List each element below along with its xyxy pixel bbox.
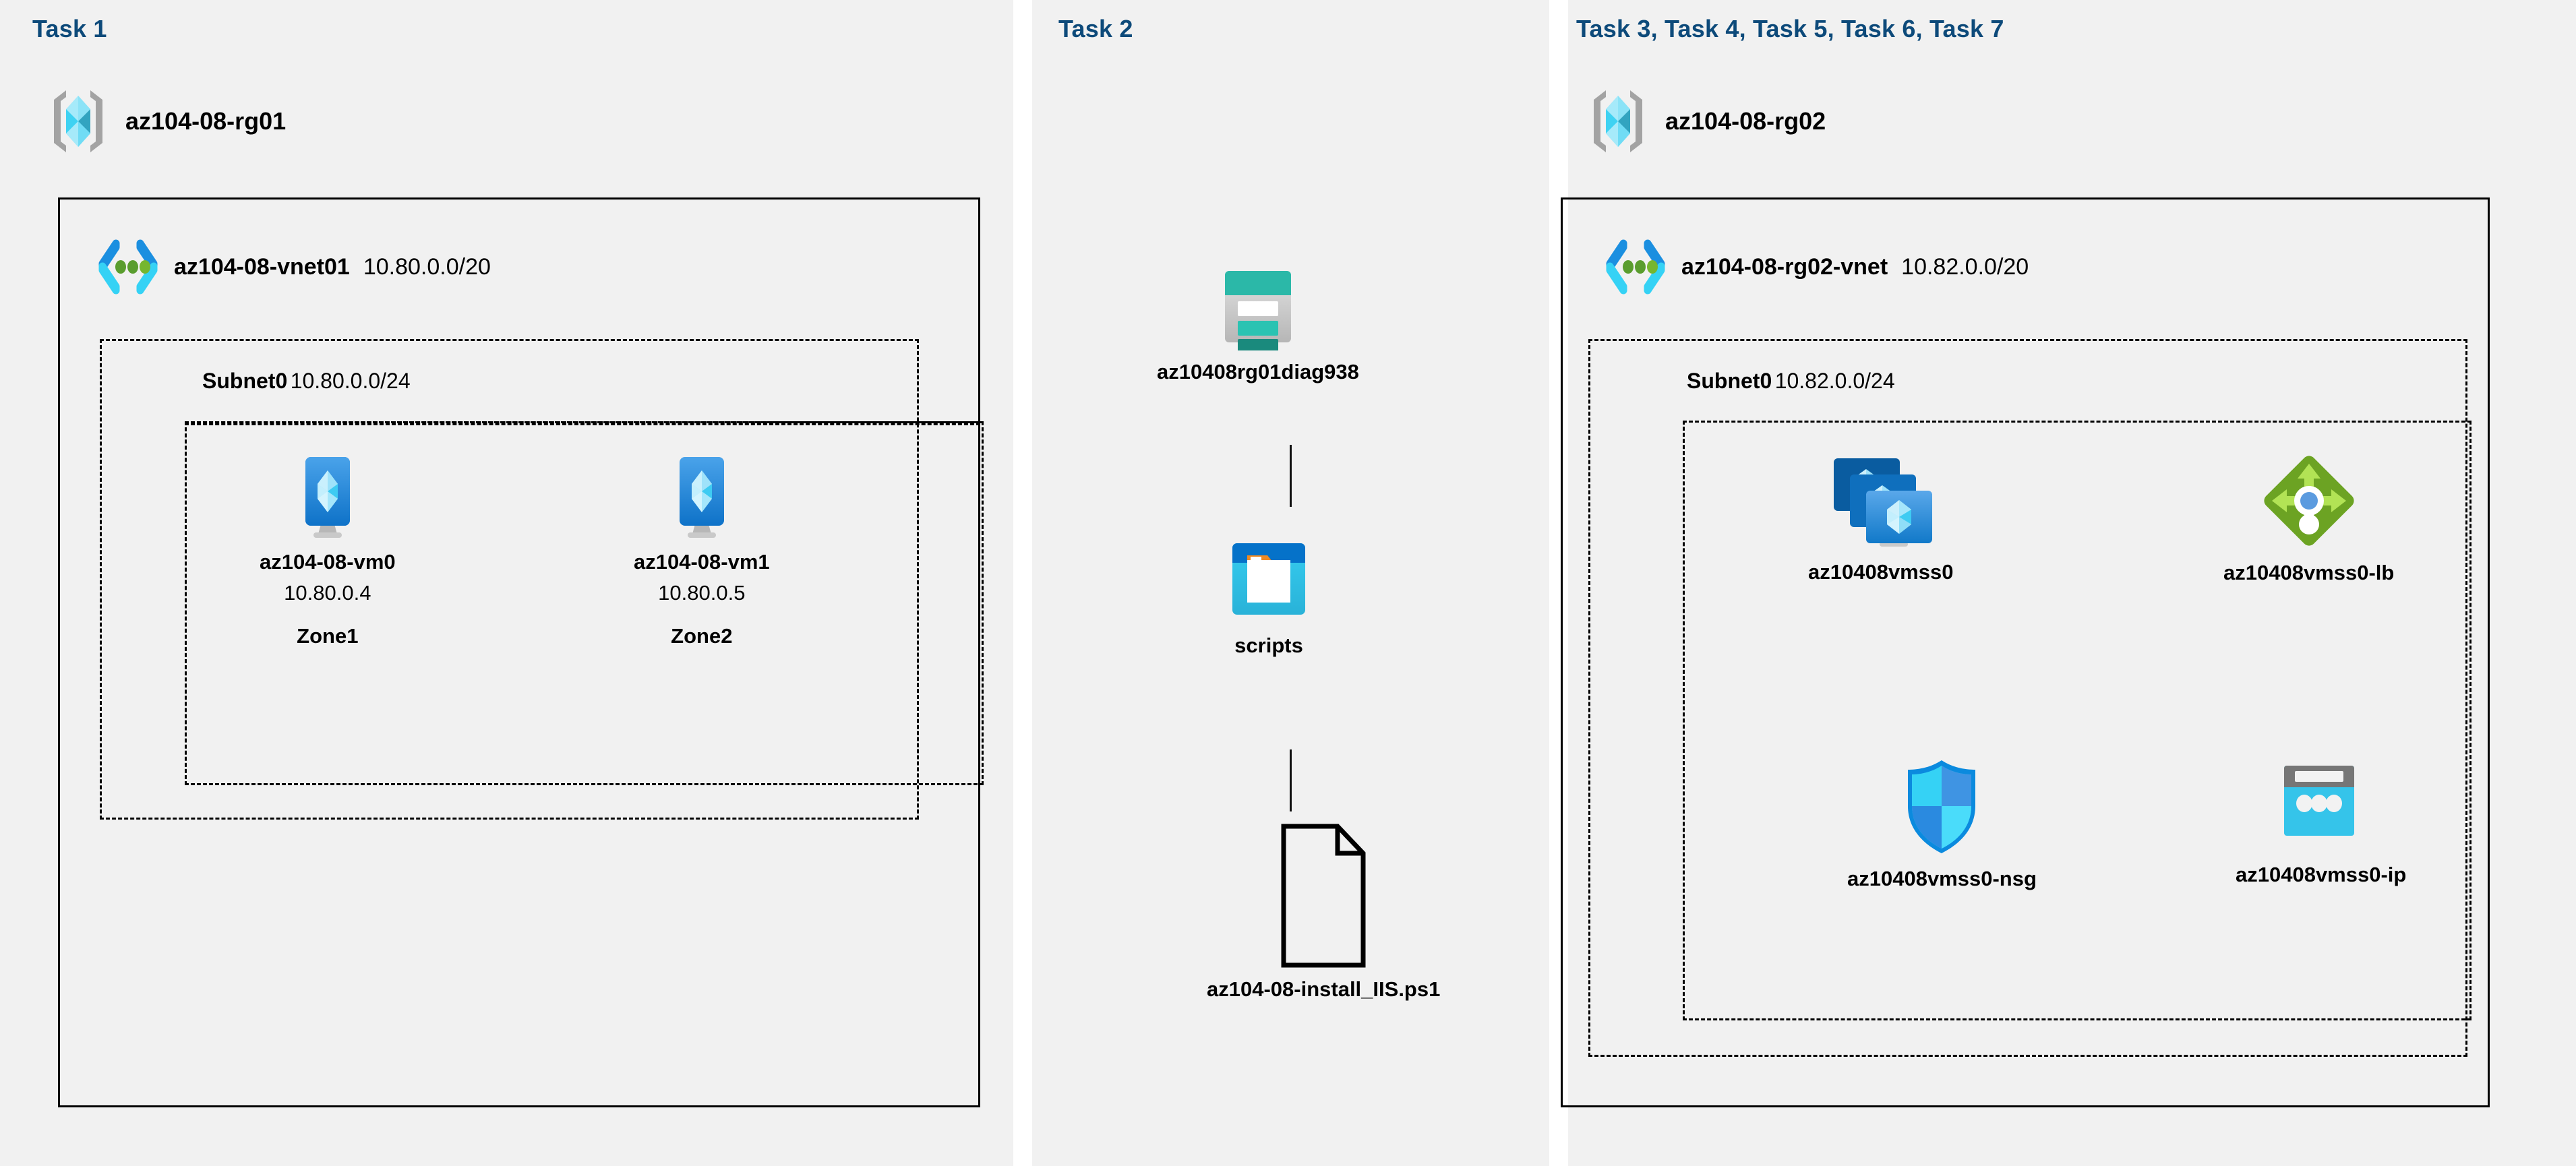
task1-header: Task 1 [32,15,107,42]
task1-panel [0,0,1013,1166]
storage-to-container-connector [1290,445,1292,507]
task3to7-header: Task 3, Task 4, Task 5, Task 6, Task 7 [1576,15,2004,42]
task1-resource-group-name: az104-08-rg01 [125,107,287,135]
task3to7-vnet-box [1561,197,2490,1107]
task2-file[interactable]: az104-08-install_IIS.ps1 [1207,824,1440,1002]
task1-vm-1-zone: Zone2 [671,624,733,648]
task2-storage-account-name: az10408rg01diag938 [1157,360,1359,383]
task1-vnet-name: az104-08-vnet01 [174,253,350,280]
task1-vm-0-name: az104-08-vm0 [260,550,396,574]
task3to7-subnet-box [1588,339,2467,1057]
task3to7-subnet-cidr: 10.82.0.0/24 [1774,369,1895,393]
task2-blob-container-name: scripts [1234,634,1303,657]
task3to7-load-balancer-name: az10408vmss0-lb [2223,561,2395,584]
vm-scale-set-icon [1822,453,1940,551]
task3to7-public-ip[interactable]: az10408vmss0-ip [2236,762,2406,887]
task3to7-subnet-name: Subnet0 [1687,369,1772,393]
resource-group-icon [1586,86,1650,156]
task2-file-name: az104-08-install_IIS.ps1 [1207,977,1441,1001]
network-security-group-icon [1898,756,1985,857]
virtual-network-icon [96,239,160,295]
task3to7-nsg-name: az10408vmss0-nsg [1847,867,2037,890]
task3to7-vmss[interactable]: az10408vmss0 [1808,453,1953,584]
task1-availability-box [185,421,984,785]
task1-vnet-header: az104-08-vnet01 10.80.0.0/20 [96,239,491,295]
task3to7-public-ip-name: az10408vmss0-ip [2236,863,2407,886]
blob-container-icon [1226,539,1312,624]
task3to7-vnet-header: az104-08-rg02-vnet 10.82.0.0/20 [1603,239,2029,295]
task3to7-resources-box [1683,421,2472,1020]
task1-vm-1-ip: 10.80.0.5 [658,581,746,605]
task3to7-load-balancer[interactable]: az10408vmss0-lb [2223,450,2394,585]
task3to7-vnet-cidr: 10.82.0.0/20 [1901,253,2029,280]
task1-subnet-name: Subnet0 [202,369,288,393]
task1-subnet-label: Subnet0 10.80.0.0/24 [202,369,411,394]
task3to7-resource-group: az104-08-rg02 [1586,86,1826,156]
task3to7-panel [1568,0,2576,1166]
public-ip-address-icon [2272,762,2370,853]
task1-subnet-box [100,339,919,820]
task1-vnet-box [58,197,980,1107]
task3to7-subnet-label: Subnet0 10.82.0.0/24 [1687,369,1895,394]
task1-resource-group: az104-08-rg01 [46,86,286,156]
file-icon [1280,824,1367,968]
task3to7-nsg[interactable]: az10408vmss0-nsg [1847,756,2037,891]
task1-vm-0[interactable]: az104-08-vm0 10.80.0.4 Zone1 [260,453,396,648]
task3to7-vmss-name: az10408vmss0 [1808,560,1954,584]
storage-account-icon [1214,263,1302,350]
load-balancer-icon [2258,450,2360,551]
task2-storage-account[interactable]: az10408rg01diag938 [1157,263,1359,384]
task1-vnet-cidr: 10.80.0.0/20 [363,253,491,280]
task2-blob-container[interactable]: scripts [1226,539,1312,658]
virtual-machine-icon [291,453,365,541]
task3to7-resource-group-name: az104-08-rg02 [1665,107,1826,135]
task1-vm-1[interactable]: az104-08-vm1 10.80.0.5 Zone2 [634,453,770,648]
task3to7-vnet-name: az104-08-rg02-vnet [1681,253,1888,280]
task1-subnet-cidr: 10.80.0.0/24 [290,369,411,393]
virtual-machine-icon [665,453,739,541]
resource-group-icon [46,86,111,156]
task2-header: Task 2 [1058,15,1133,42]
container-to-file-connector [1290,749,1292,811]
virtual-network-icon [1603,239,1668,295]
task1-vm-0-ip: 10.80.0.4 [284,581,371,605]
task1-vm-0-zone: Zone1 [297,624,359,648]
task1-vm-1-name: az104-08-vm1 [634,550,770,574]
